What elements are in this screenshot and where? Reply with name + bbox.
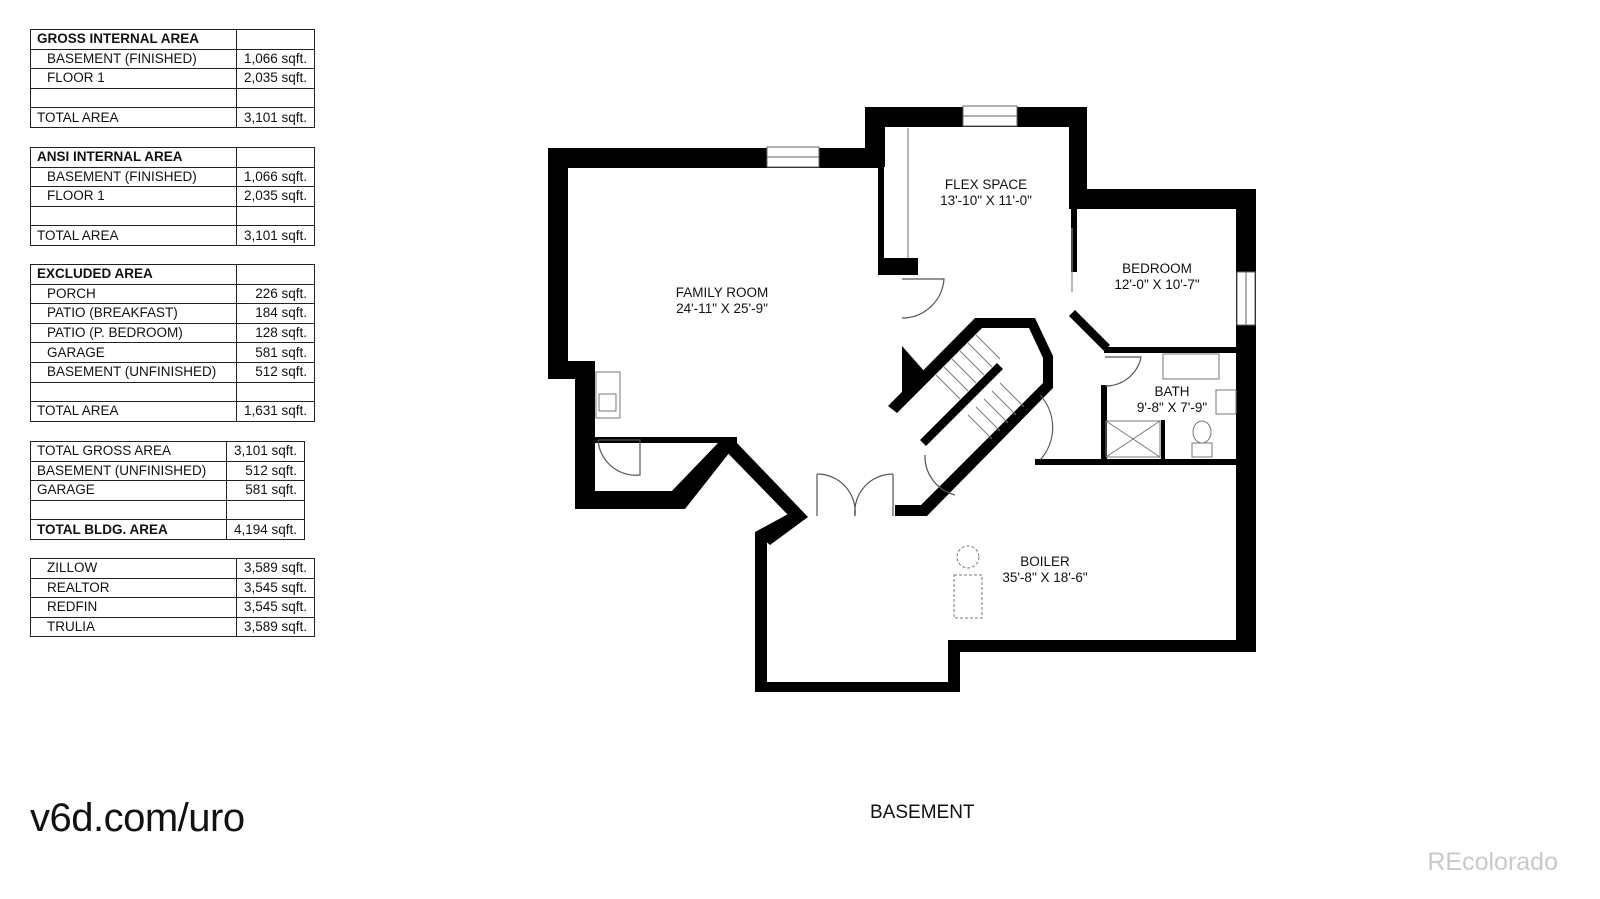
row-value: 1,066 sqft. [236,166,315,188]
toilet-icon [1192,420,1212,444]
wall [575,491,685,509]
ansi-internal-area-table: ANSI INTERNAL AREA BASEMENT (FINISHED)1,… [30,147,315,246]
wall [548,148,568,379]
total-label: TOTAL AREA [30,107,237,128]
water-heater-icon [956,545,980,569]
room-dims: 24'-11" X 25'-9" [676,301,768,316]
wall [948,640,1256,652]
row-value: 581 sqft. [236,342,315,363]
wall [878,258,918,275]
door-swing [901,278,945,319]
wall [1104,347,1238,353]
room-name: BEDROOM [1122,261,1192,276]
wall [755,682,960,692]
row-label: BASEMENT (FINISHED) [30,166,237,188]
gross-internal-area-table: GROSS INTERNAL AREA BASEMENT (FINISHED)1… [30,29,315,128]
double-door-swing [816,473,894,517]
row-value: 581 sqft. [226,480,305,501]
wall [755,532,767,692]
shower-icon [1105,420,1161,458]
sink-icon [598,393,617,412]
wall [668,443,737,509]
wall [902,346,925,395]
row-label: PATIO (P. BEDROOM) [30,322,237,344]
wall [1161,420,1165,461]
wall [1101,385,1107,461]
floor-name: BASEMENT [870,802,975,823]
wall [1035,459,1238,465]
door-swing [924,454,956,496]
bath-sink-icon [1215,389,1237,415]
wall [948,640,960,692]
room-name: BATH [1154,384,1189,399]
door-swing [1039,394,1054,461]
row-value: 2,035 sqft. [236,68,315,89]
watermark: REcolorado [1427,848,1558,876]
website-url: v6d.com/uro [30,796,245,840]
wall [1071,202,1077,272]
wall [575,361,595,509]
room-name: BOILER [1020,554,1070,569]
room-name: FLEX SPACE [945,177,1027,192]
wall [1069,189,1256,209]
row-value: 512 sqft. [226,460,305,482]
room-dims: 9'-8" X 7'-9" [1137,400,1207,415]
room-name: FAMILY ROOM [676,285,769,300]
total-value: 3,101 sqft. [236,107,315,128]
total-value: 4,194 sqft. [226,519,305,540]
door-swing [597,439,641,476]
table-header: ANSI INTERNAL AREA [30,147,237,168]
wall [1069,310,1110,351]
total-value: 3,101 sqft. [236,225,315,246]
row-value: 3,589 sqft. [236,558,315,579]
wall [878,127,884,272]
wall [755,513,808,545]
stair-wall [888,318,1053,516]
room-dims: 12'-0" X 10'-7" [1114,277,1199,292]
wall [595,437,737,443]
room-dims: 13'-10" X 11'-0" [940,193,1032,208]
row-value: 3,589 sqft. [236,616,315,638]
wall [1236,189,1256,652]
wall [1069,107,1087,202]
row-label: PATIO (BREAKFAST) [30,303,237,324]
furnace-icon [953,574,983,619]
door-swing [1104,356,1142,387]
doors [597,128,1142,517]
stair-treads [935,334,1025,440]
stair-divider [920,363,1003,446]
windows [766,105,1256,326]
total-label: TOTAL AREA [30,401,237,422]
row-value: 226 sqft. [236,283,315,305]
wall [548,148,878,168]
total-value: 1,631 sqft. [236,401,315,422]
room-labels: FAMILY ROOM 24'-11" X 25'-9" FLEX SPACE … [676,177,1208,585]
row-label: TRULIA [30,616,237,638]
room-dims: 35'-8" X 18'-6" [1002,570,1087,585]
sink-counter [595,371,621,419]
fixtures [595,353,1237,619]
wall [718,443,808,517]
row-value: 184 sqft. [236,303,315,324]
toilet-tank [1191,442,1213,458]
vanity [1162,353,1220,380]
